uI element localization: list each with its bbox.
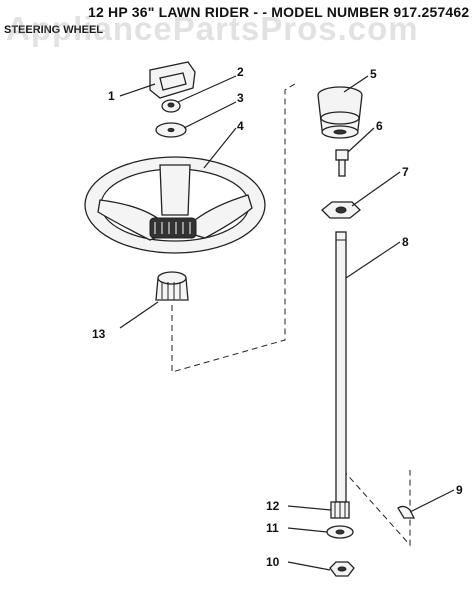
part-1-cap — [149, 61, 196, 99]
callout-3: 3 — [237, 91, 244, 105]
callout-6: 6 — [376, 119, 383, 133]
part-3-washer — [155, 122, 187, 138]
callout-13: 13 — [92, 327, 106, 341]
leader-lines — [119, 75, 455, 571]
part-2-nut — [161, 99, 181, 113]
callout-12: 12 — [266, 499, 280, 513]
callout-11: 11 — [266, 521, 279, 535]
callout-2: 2 — [237, 65, 244, 79]
part-9-key — [397, 505, 416, 519]
part-13-adapter — [155, 271, 189, 301]
section-heading: STEERING WHEEL — [4, 24, 104, 36]
part-5-boot — [317, 86, 363, 139]
diagram-title: 12 HP 36" LAWN RIDER - - MODEL NUMBER 91… — [88, 4, 470, 20]
part-12-gear — [330, 501, 350, 519]
part-4-steering-wheel — [84, 156, 266, 254]
part-11-washer — [326, 525, 354, 539]
part-10-nut — [329, 561, 355, 577]
callout-1: 1 — [108, 89, 115, 103]
callout-8: 8 — [402, 235, 409, 249]
part-7-bushing — [321, 201, 361, 219]
assembly-path-right — [342, 469, 411, 547]
callout-5: 5 — [370, 67, 377, 81]
callout-7: 7 — [402, 165, 409, 179]
part-8-steering-shaft — [335, 231, 347, 503]
callout-10: 10 — [266, 555, 280, 569]
callout-4: 4 — [237, 119, 244, 133]
assembly-path-left — [171, 81, 299, 373]
part-6-bolt — [335, 149, 349, 177]
watermark: AppliancePartsPros.com — [6, 10, 419, 47]
callout-9: 9 — [456, 483, 463, 497]
